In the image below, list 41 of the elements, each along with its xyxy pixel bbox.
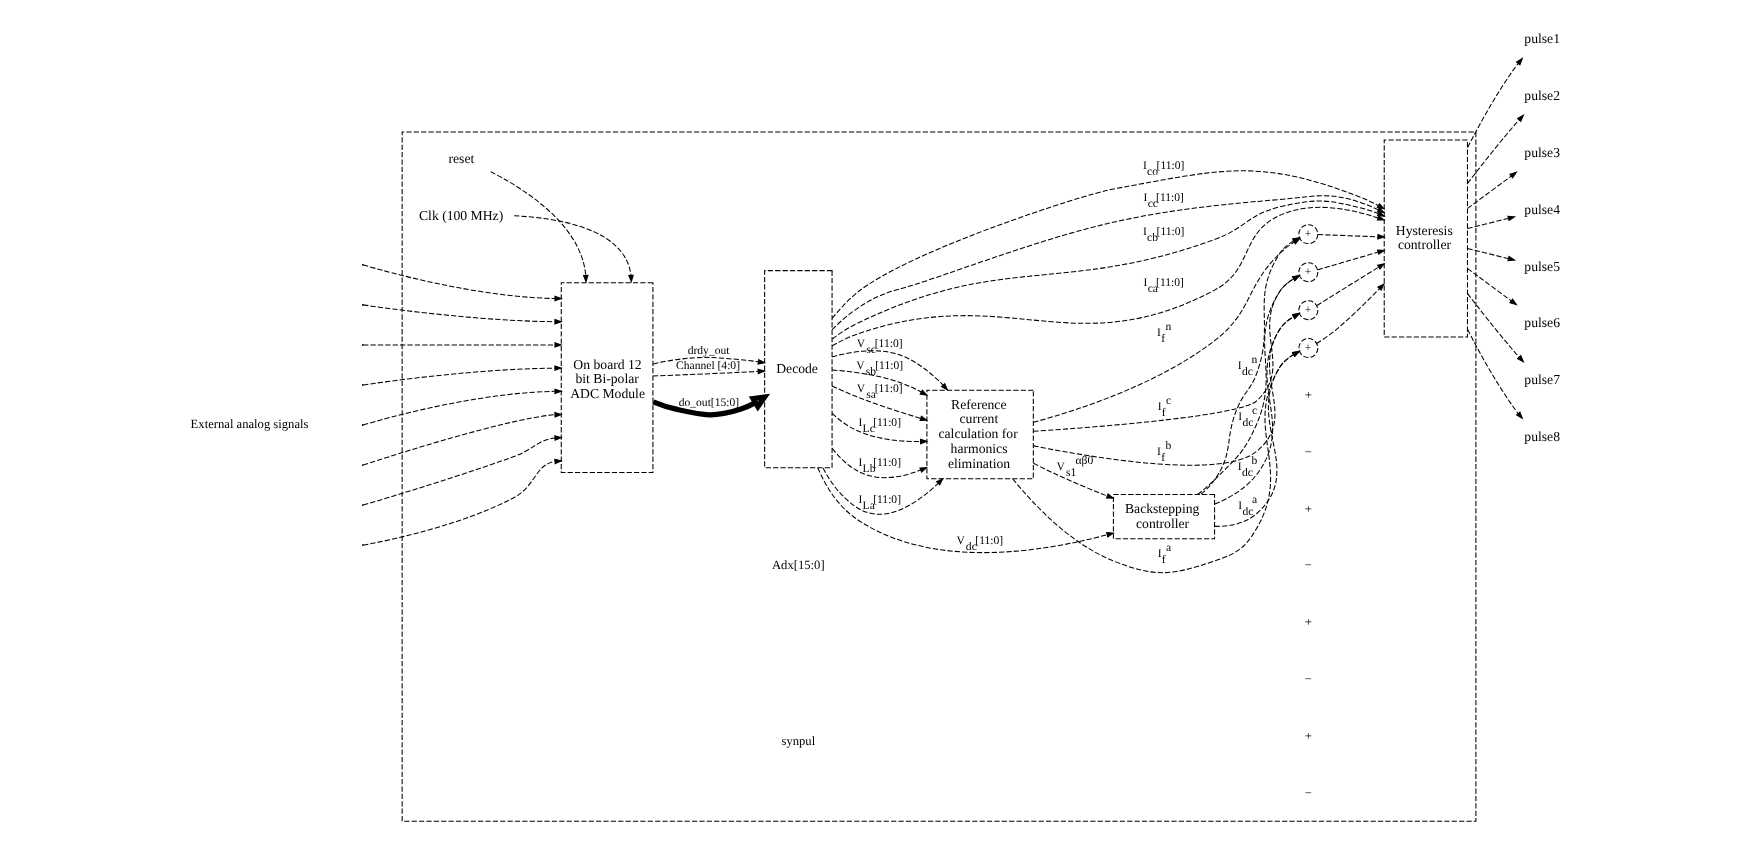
arrow bbox=[362, 304, 563, 325]
arrow bbox=[1197, 274, 1301, 496]
arrow bbox=[1214, 312, 1301, 505]
arrow bbox=[362, 264, 563, 302]
arrow bbox=[822, 467, 944, 515]
arrow bbox=[1316, 282, 1385, 344]
arrow bbox=[831, 369, 929, 396]
arrow bbox=[1467, 215, 1517, 229]
arrow bbox=[1467, 248, 1517, 262]
arrow bbox=[1317, 233, 1386, 240]
cluster bbox=[401, 131, 1477, 822]
arrow bbox=[1467, 329, 1524, 420]
arrow bbox=[1317, 249, 1386, 271]
arrow bbox=[1467, 268, 1518, 306]
arrow bbox=[1032, 274, 1301, 432]
arrow bbox=[817, 467, 1115, 554]
arrow bbox=[1467, 114, 1525, 184]
arrow bbox=[831, 350, 949, 392]
arrow bbox=[362, 435, 563, 506]
arrow bbox=[513, 215, 634, 284]
arrow bbox=[362, 365, 563, 386]
arrow bbox=[652, 356, 767, 365]
arrow bbox=[831, 385, 929, 422]
arrow bbox=[362, 411, 563, 466]
arrow bbox=[1316, 262, 1386, 306]
arrow bbox=[652, 368, 767, 377]
arrow bbox=[831, 170, 1386, 319]
arrow bbox=[1214, 350, 1301, 527]
arrow bbox=[1012, 350, 1301, 574]
arrow bbox=[1467, 171, 1518, 209]
arrow bbox=[1032, 462, 1115, 499]
arrow bbox=[1032, 312, 1301, 466]
arrow bbox=[1467, 293, 1525, 363]
arrow bbox=[1467, 57, 1524, 148]
arrow bbox=[362, 341, 563, 348]
arrow bbox=[362, 388, 563, 426]
arrow bbox=[831, 412, 929, 445]
arrow bbox=[362, 458, 563, 546]
arrow bbox=[490, 171, 589, 284]
arrow bbox=[652, 393, 771, 418]
arrow bbox=[831, 447, 929, 479]
